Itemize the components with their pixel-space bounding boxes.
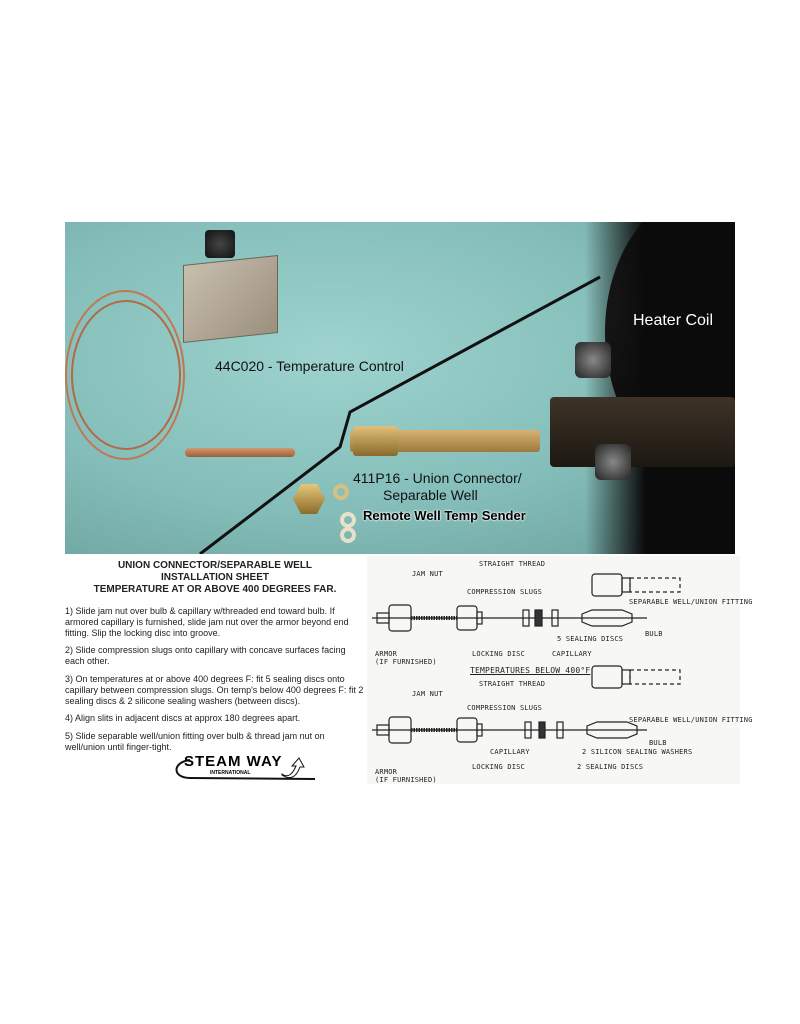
label-compression-slugs: COMPRESSION SLUGS — [467, 588, 543, 596]
label-jam-nut: JAM NUT — [412, 570, 443, 578]
step: 3) On temperatures at or above 400 degre… — [65, 673, 364, 706]
union-label-2: Separable Well — [383, 487, 478, 503]
label-jam-nut: JAM NUT — [412, 690, 443, 698]
label-separable-well: SEPARABLE WELL/UNION FITTING — [629, 716, 753, 724]
step: 2) Slide compression slugs onto capillar… — [65, 645, 346, 667]
disc-part — [340, 512, 356, 528]
divider-line — [199, 275, 601, 554]
label-straight-thread: STRAIGHT THREAD — [479, 680, 546, 688]
product-photo: 44C020 - Temperature Control Heater Coil… — [65, 222, 735, 554]
control-knob — [205, 230, 235, 258]
jam-nut-part — [293, 484, 325, 514]
label-bulb: BULB — [645, 630, 663, 638]
instructions-title: UNION CONNECTOR/SEPARABLE WELL INSTALLAT… — [65, 560, 365, 596]
label-silicon-washers: 2 SILICON SEALING WASHERS — [582, 748, 693, 756]
title-line: TEMPERATURE AT OR ABOVE 400 DEGREES FAR. — [93, 584, 337, 595]
label-locking-disc: LOCKING DISC — [472, 763, 525, 771]
label-capillary: CAPILLARY — [490, 748, 530, 756]
label-sealing-discs: 5 SEALING DISCS — [557, 635, 624, 643]
label-sealing-discs: 2 SEALING DISCS — [577, 763, 644, 771]
sender-label: Remote Well Temp Sender — [363, 508, 526, 523]
steam-way-logo: STEAM WAY INTERNATIONAL — [170, 752, 320, 784]
union-label: 411P16 - Union Connector/ — [353, 470, 522, 486]
heater-block — [550, 397, 735, 467]
diagram-heading: TEMPERATURES BELOW 400°F — [470, 666, 591, 675]
photo-shadow — [585, 222, 735, 554]
label-capillary: CAPILLARY — [552, 650, 592, 658]
sensor-bulb — [185, 448, 295, 457]
label-locking-disc: LOCKING DISC — [472, 650, 525, 658]
label-armor: ARMOR — [375, 650, 398, 658]
step: 1) Slide jam nut over bulb & capillary w… — [65, 606, 349, 638]
slug-part — [333, 484, 349, 500]
capillary-coil-inner — [71, 300, 181, 450]
step: 4) Align slits in adjacent discs at appr… — [65, 713, 301, 724]
diagram-drawing — [372, 573, 681, 744]
label-armor: ARMOR — [375, 768, 398, 776]
label-bulb: BULB — [649, 739, 667, 747]
label-compression-slugs: COMPRESSION SLUGS — [467, 704, 543, 712]
step: 5) Slide separable well/union fitting ov… — [65, 731, 325, 752]
port — [595, 444, 631, 480]
label-armor-note: (IF FURNISHED) — [375, 776, 437, 784]
control-label: 44C020 - Temperature Control — [215, 358, 404, 374]
capillary-coil — [65, 290, 185, 460]
port — [575, 342, 611, 378]
label-armor-note: (IF FURNISHED) — [375, 658, 437, 666]
logo-subtext: INTERNATIONAL — [210, 770, 251, 776]
title-line: UNION CONNECTOR/SEPARABLE WELL — [117, 560, 313, 571]
disc-part — [340, 527, 356, 543]
union-fitting — [353, 426, 398, 456]
title-line: INSTALLATION SHEET — [161, 572, 269, 583]
heater-label: Heater Coil — [633, 312, 714, 329]
logo-text: STEAM WAY — [184, 753, 283, 770]
installation-instructions: UNION CONNECTOR/SEPARABLE WELL INSTALLAT… — [65, 560, 365, 760]
label-separable-well: SEPARABLE WELL/UNION FITTING — [629, 598, 753, 606]
label-straight-thread: STRAIGHT THREAD — [479, 560, 546, 568]
assembly-diagram: STRAIGHT THREAD JAM NUT COMPRESSION SLUG… — [367, 556, 752, 784]
